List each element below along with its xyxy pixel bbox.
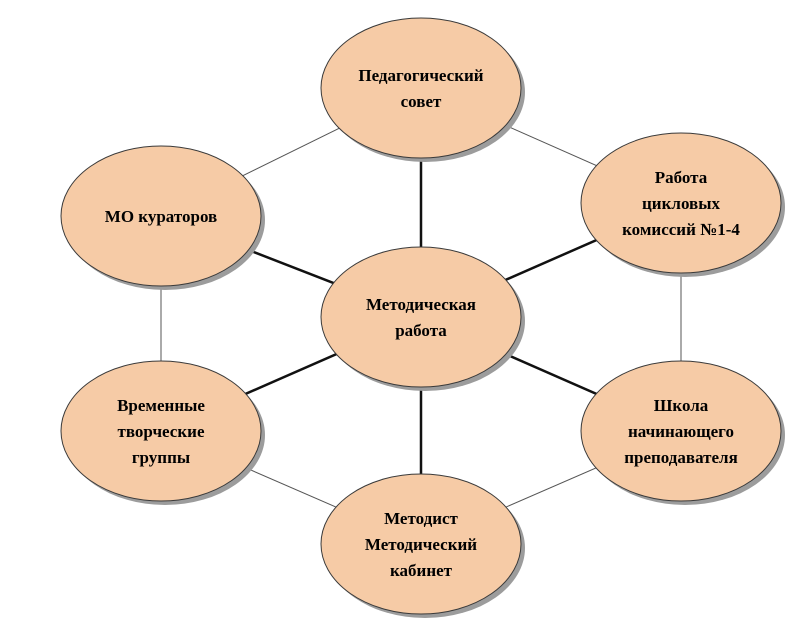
node-label-line: Методическая: [366, 295, 476, 314]
node-creative-groups: Временные творческие группы: [60, 360, 265, 505]
node-cycle-commissions: Работа цикловых комиссий №1-4: [580, 132, 785, 277]
node-ellipse: [320, 246, 522, 388]
node-ellipse: [60, 145, 262, 287]
node-ellipse: [320, 17, 522, 159]
node-center: Методическая работа: [320, 246, 525, 391]
nodes: Методическая работа Педагогический советРаб…: [60, 17, 785, 618]
node-label-line: МО кураторов: [105, 207, 217, 226]
node-label-line: цикловых: [642, 194, 720, 213]
node-label-line: начинающего: [628, 422, 734, 441]
node-ellipse: [60, 360, 262, 502]
node-label-line: комиссий №1-4: [622, 220, 740, 239]
node-label-line: Методист: [384, 509, 458, 528]
node-label-line: Временные: [117, 396, 205, 415]
node-label-line: работа: [395, 321, 447, 340]
node-label-line: совет: [401, 92, 442, 111]
node-ellipse: [580, 360, 782, 502]
node-label-line: Школа: [654, 396, 709, 415]
node-label-line: кабинет: [390, 561, 453, 580]
node-young-teacher-school: Школа начинающего преподавателя: [580, 360, 785, 505]
node-label-line: творческие: [118, 422, 205, 441]
node-ped-council: Педагогический совет: [320, 17, 525, 162]
node-ellipse: [580, 132, 782, 274]
node-mo-curators: МО кураторов: [60, 145, 265, 290]
node-label-line: группы: [132, 448, 190, 467]
node-label-line: Методический: [365, 535, 477, 554]
node-label-line: Работа: [655, 168, 708, 187]
node-label-line: преподавателя: [624, 448, 738, 467]
node-ellipse: [320, 473, 522, 615]
node-label-line: Педагогический: [358, 66, 483, 85]
